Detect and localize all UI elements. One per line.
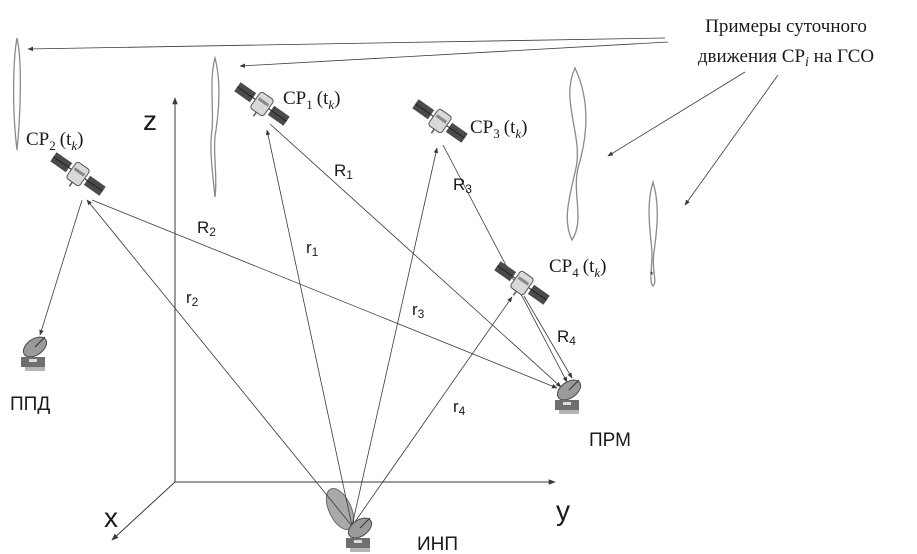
satellite-label-2: СР2(tk) (26, 129, 83, 153)
orbit-trace-1 (210, 55, 220, 198)
satellite-label-3: СР3(tk) (470, 117, 527, 141)
vector-sr2-ppd (39, 199, 83, 336)
station-label-ppd: ППД (10, 394, 50, 415)
vector-R1 (269, 123, 562, 388)
orbit-trace-3 (566, 66, 587, 242)
satellite-icon-2 (44, 147, 110, 205)
label-R4: R4 (557, 327, 576, 348)
orbit-trace-2 (12, 37, 22, 151)
vector-r1 (265, 129, 353, 527)
x-axis (111, 481, 176, 541)
title-line-1: Примеры суточного (705, 16, 867, 37)
orbit-trace-4 (648, 179, 658, 287)
label-R1: R1 (334, 161, 353, 182)
axis-label-y: y (556, 495, 570, 526)
vector-r2 (86, 199, 353, 527)
title-arrow-4 (684, 74, 779, 206)
dish-antenna-icon-prm (553, 375, 585, 415)
vector-r3 (351, 147, 439, 527)
station-label-inp: ИНП (417, 534, 458, 554)
title-line-2: движения СРi на ГСО (698, 46, 874, 70)
axis-label-x: x (104, 502, 118, 533)
vector-R3 (442, 144, 568, 383)
title-arrow-1 (27, 37, 666, 52)
satellite-label-4: СР4(tk) (549, 256, 606, 280)
label-r4: r4 (453, 397, 466, 418)
dish-antenna-icon-ppd (19, 332, 51, 372)
vector-R4 (523, 295, 573, 379)
title-arrow-3 (607, 71, 746, 157)
axis-label-z: z (143, 105, 157, 136)
label-R2: R2 (197, 218, 216, 239)
station-label-prm: ПРМ (589, 430, 631, 451)
label-r1: r1 (306, 238, 319, 259)
vector-r4 (351, 296, 513, 527)
label-R3: R3 (453, 175, 472, 196)
satellite-icon-3 (406, 94, 472, 152)
satellite-label-1: СР1(tk) (283, 88, 340, 112)
label-r2: r2 (186, 288, 199, 309)
title-arrow-2 (239, 41, 669, 68)
label-r3: r3 (412, 300, 425, 321)
orbit-marker-4: * (650, 270, 654, 280)
vector-R2 (91, 199, 558, 389)
satellite-icon-4 (488, 256, 554, 314)
